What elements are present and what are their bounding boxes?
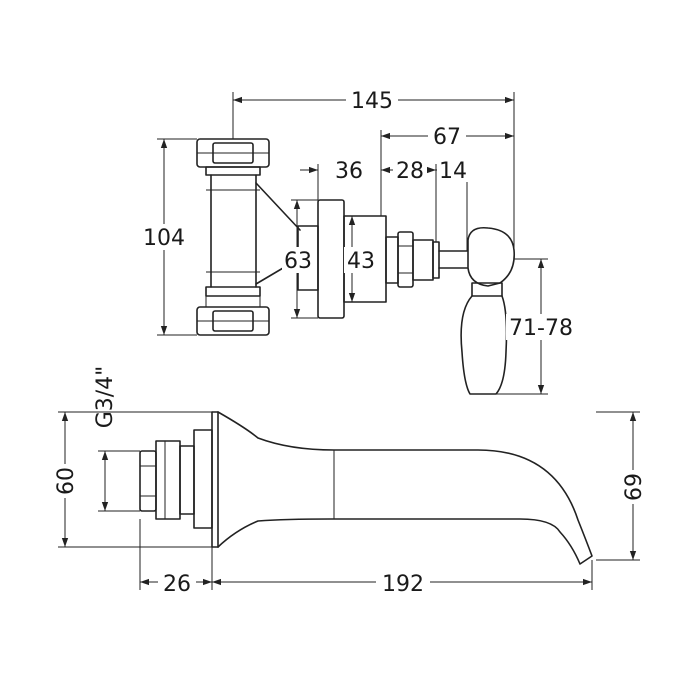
wall-flange [211, 411, 219, 548]
bottom-compression-nut [196, 286, 270, 336]
dim-label-69: 69 [622, 473, 647, 501]
dim-label-104: 104 [143, 226, 185, 251]
dim-label-28: 28 [396, 159, 424, 184]
dimension-labels: 145 67 36 28 14 104 63 43 71-78 G3/4" 60… [50, 88, 648, 597]
dim-label-36: 36 [335, 159, 363, 184]
vertical-pipe [206, 174, 260, 288]
dim-label-71-78: 71-78 [509, 316, 573, 341]
cartridge-stem [385, 231, 468, 288]
dim-label-63: 63 [284, 249, 312, 274]
dim-label-60: 60 [54, 467, 79, 495]
dim-label-43: 43 [347, 249, 375, 274]
lever-handle [460, 226, 516, 395]
spout-assembly [139, 411, 593, 565]
top-compression-nut [196, 138, 270, 176]
dim-label-14: 14 [439, 159, 467, 184]
dim-label-145: 145 [351, 89, 393, 114]
dim-label-67: 67 [433, 125, 461, 150]
dim-label-192: 192 [382, 572, 424, 597]
spout-body [217, 411, 593, 565]
dim-label-thread: G3/4" [93, 366, 118, 429]
dim-label-26: 26 [163, 572, 191, 597]
thread-connector [139, 429, 213, 529]
